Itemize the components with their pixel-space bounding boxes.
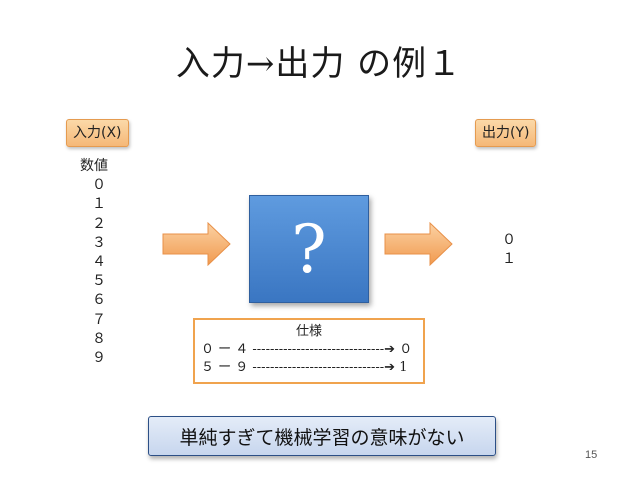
output-value: １ — [502, 251, 516, 267]
input-value: ０ — [92, 177, 106, 194]
input-values-list: 数値 ０ １ ２ ３ ４ ５ ６ ７ ８ ９ — [80, 157, 108, 368]
input-tag: 入力(X) — [66, 119, 129, 147]
spec-rule: ０ ー ４ ------------------------------➔ ０ — [201, 342, 413, 357]
spec-box: 仕様 ０ ー ４ ------------------------------➔… — [193, 318, 425, 384]
input-value: ５ — [92, 273, 106, 290]
unknown-model-box: ? — [249, 195, 369, 303]
input-value: ８ — [92, 330, 106, 347]
input-value: ９ — [92, 350, 106, 367]
page-number: 15 — [585, 449, 598, 461]
input-value: １ — [92, 196, 106, 213]
input-value: ３ — [92, 234, 106, 251]
output-tag: 出力(Y) — [475, 119, 537, 147]
input-value: ６ — [92, 292, 106, 309]
spec-title: 仕様 — [295, 324, 322, 339]
input-values-header: 数値 — [80, 158, 108, 174]
output-value: ０ — [502, 232, 516, 248]
conclusion-banner: 単純すぎて機械学習の意味がない — [148, 416, 496, 456]
input-arrow-icon — [162, 222, 231, 266]
input-value: ７ — [92, 311, 106, 328]
slide-title: 入力→出力 の例１ — [175, 44, 463, 84]
spec-rule: ５ ー ９ ------------------------------➔ 1 — [201, 360, 408, 375]
output-values-list: ０ １ — [502, 231, 516, 269]
output-arrow-icon — [384, 222, 453, 266]
input-value: ４ — [92, 254, 106, 271]
input-value: ２ — [92, 215, 106, 232]
question-mark-icon: ? — [291, 210, 327, 288]
